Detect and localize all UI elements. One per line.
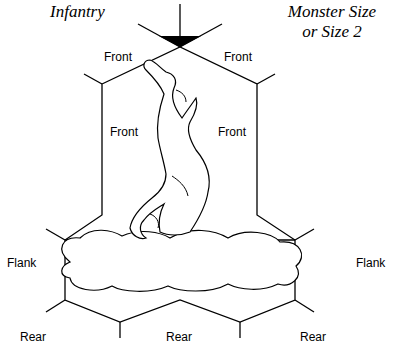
arc-label: Front xyxy=(110,125,138,139)
arc-label: Flank xyxy=(356,256,385,270)
arc-label: Rear xyxy=(300,330,326,344)
arc-label: Rear xyxy=(20,330,46,344)
arc-label: Flank xyxy=(7,256,36,270)
figure-type-label: Infantry xyxy=(50,2,105,22)
arc-label: Rear xyxy=(166,330,192,344)
arc-label: Front xyxy=(224,50,252,64)
figure-type-label: Monster Size or Size 2 xyxy=(282,2,382,42)
arc-label: Front xyxy=(218,125,246,139)
arc-label: Front xyxy=(104,50,132,64)
